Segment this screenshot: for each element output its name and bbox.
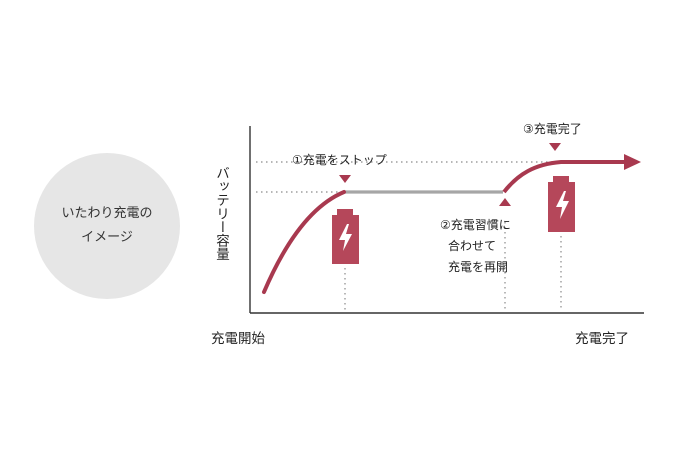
complete-annotation: ③充電完了 <box>523 122 582 136</box>
resume-charge-curve <box>502 160 626 194</box>
concept-badge: いたわり充電の イメージ <box>34 153 180 299</box>
badge-line-1: いたわり充電の <box>61 206 153 221</box>
battery-charging-icon <box>332 209 359 264</box>
initial-charge-curve <box>262 190 346 294</box>
resume-annotation-line-2: 合わせて <box>448 239 497 253</box>
x-axis-start-label: 充電開始 <box>211 331 265 347</box>
arrowhead-icon <box>624 154 641 170</box>
y-axis-label: バッテリー容量 <box>213 166 229 261</box>
resume-annotation-line-3: 充電を再開 <box>448 260 509 274</box>
stop-annotation: ①充電をストップ <box>292 153 387 167</box>
battery-charging-icon <box>548 176 575 232</box>
complete-marker-triangle-icon <box>549 143 561 151</box>
x-axis-end-label: 充電完了 <box>575 331 629 347</box>
stop-marker-triangle-icon <box>339 175 351 183</box>
resume-marker-triangle-icon <box>499 198 511 206</box>
resume-annotation: ②充電習慣に 合わせて 充電を再開 <box>440 215 511 278</box>
resume-annotation-line-1: ②充電習慣に <box>440 218 511 232</box>
badge-line-2: イメージ <box>81 230 133 245</box>
